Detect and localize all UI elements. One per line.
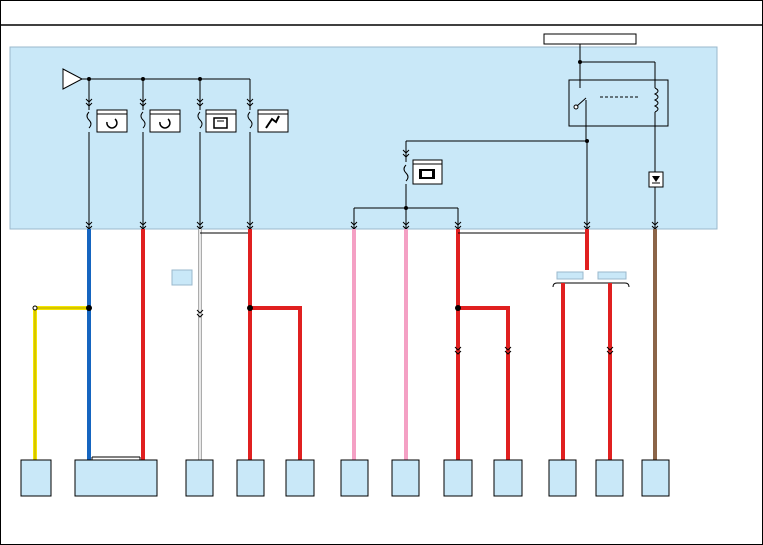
connector-box bbox=[548, 459, 577, 497]
heated-steering-icon bbox=[159, 118, 171, 129]
connector-box bbox=[185, 459, 214, 497]
connector-row bbox=[20, 456, 670, 497]
diode-icon bbox=[652, 176, 660, 182]
connector-box bbox=[493, 459, 523, 497]
charger-module bbox=[412, 159, 443, 185]
fuse-icon bbox=[247, 111, 253, 129]
connector-box bbox=[74, 459, 158, 497]
wire-label-box bbox=[171, 269, 193, 286]
connector-box bbox=[236, 459, 265, 497]
connector-box bbox=[340, 459, 369, 497]
fuse-gap bbox=[140, 110, 146, 132]
connector-chevron-icon bbox=[402, 149, 410, 158]
fuse-icon bbox=[197, 111, 203, 129]
wire-label-box bbox=[556, 271, 584, 280]
fuse-gap bbox=[86, 110, 92, 132]
left-fuse-drops bbox=[85, 79, 254, 230]
splice-point bbox=[247, 305, 253, 311]
power-source-triangle-icon bbox=[62, 68, 84, 90]
wire-red-branch bbox=[458, 306, 510, 460]
heated-steering-icon bbox=[106, 118, 118, 129]
fuse-icon bbox=[86, 111, 92, 129]
connector-box bbox=[595, 459, 624, 497]
wire-label-box bbox=[597, 271, 627, 280]
heated-seat-module bbox=[257, 109, 289, 133]
fuse-gap bbox=[197, 110, 203, 132]
connector-box bbox=[20, 459, 52, 497]
connector-chevron-icon bbox=[246, 98, 254, 107]
fuse-gap bbox=[247, 110, 253, 132]
connector-box bbox=[285, 459, 315, 497]
connector-chevron-icon bbox=[606, 346, 614, 355]
connector-box bbox=[391, 459, 420, 497]
relay-coil-icon bbox=[653, 87, 659, 113]
seat-control-module bbox=[205, 109, 237, 133]
connector-box bbox=[641, 459, 670, 497]
fuse-icon bbox=[140, 111, 146, 129]
heated-steering-module-1 bbox=[96, 109, 128, 133]
reference-label-box bbox=[543, 33, 637, 45]
connector-chevron-icon bbox=[139, 98, 147, 107]
relay-box bbox=[568, 79, 669, 127]
heated-seat-icon bbox=[265, 115, 280, 129]
connector-chevron-icon bbox=[196, 309, 204, 318]
seat-control-icon bbox=[213, 117, 228, 129]
heated-steering-module-2 bbox=[149, 109, 181, 133]
connector-box bbox=[443, 459, 473, 497]
splice-point bbox=[455, 305, 461, 311]
connector-chevron-icon bbox=[504, 346, 512, 355]
junction-box-panel bbox=[9, 46, 718, 230]
splice-point bbox=[404, 206, 408, 210]
wire-harness bbox=[32, 229, 657, 460]
splice-point bbox=[86, 305, 92, 311]
fuse-icon bbox=[403, 164, 409, 182]
wire-bracket bbox=[552, 282, 630, 288]
connector-chevron-icon bbox=[85, 98, 93, 107]
wire-bend-point bbox=[32, 305, 38, 311]
wire-red-branch bbox=[250, 306, 302, 460]
connector-chevron-icon bbox=[196, 98, 204, 107]
connector-chevron-icon bbox=[454, 346, 462, 355]
